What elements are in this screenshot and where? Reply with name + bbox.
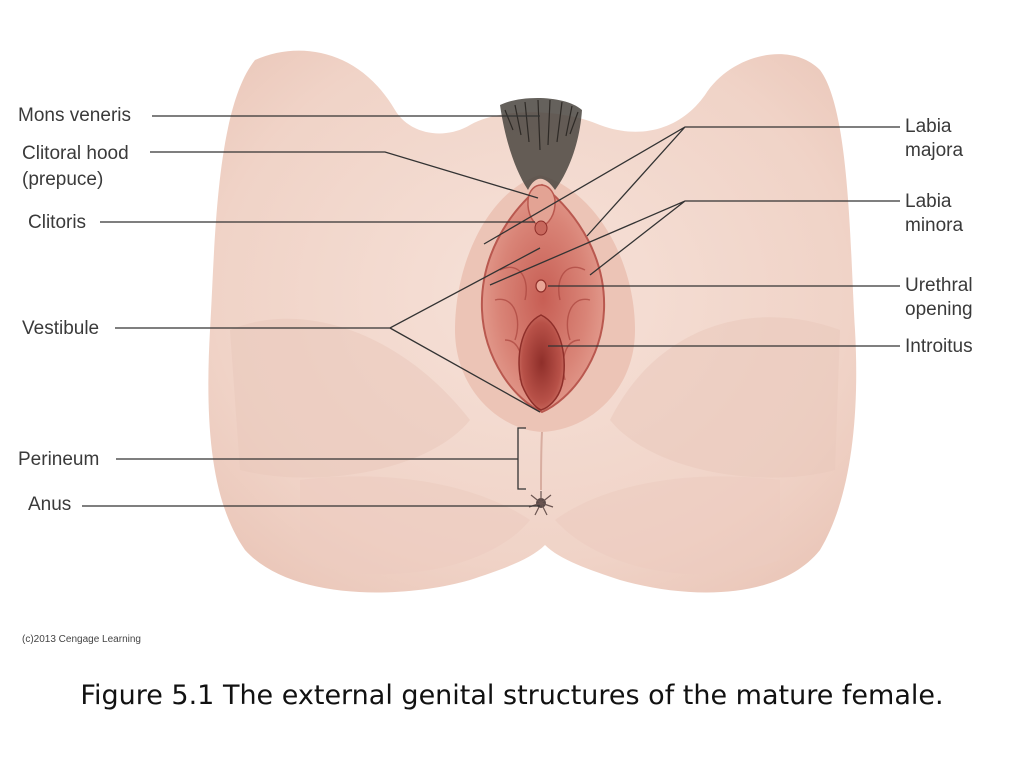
label-clitoral-hood-prepuce: (prepuce)	[22, 169, 104, 190]
label-perineum: Perineum	[18, 449, 100, 470]
left-buttock-shadow	[300, 476, 530, 575]
introitus-shape	[518, 314, 565, 411]
label-urethral-opening-2: opening	[905, 299, 973, 320]
perineum-line	[540, 431, 543, 491]
left-thigh-shadow	[230, 318, 470, 478]
label-labia-minora-2: minora	[905, 215, 964, 236]
right-thigh-shadow	[610, 317, 840, 478]
leader-lines	[82, 115, 900, 507]
leader-clitoral-hood	[150, 151, 539, 199]
leader-perineum-bracket	[517, 427, 526, 490]
label-labia-minora: Labia	[905, 191, 952, 212]
leader-labia-majora	[483, 126, 900, 245]
right-buttock-shadow	[555, 476, 780, 575]
copyright-credit: (c)2013 Cengage Learning	[22, 634, 141, 645]
label-mons-veneris: Mons veneris	[18, 105, 131, 126]
pubic-hair-texture	[504, 99, 579, 151]
label-clitoral-hood: Clitoral hood	[22, 143, 129, 164]
figure-caption: Figure 5.1 The external genital structur…	[80, 680, 944, 711]
pubic-hair	[500, 98, 582, 190]
label-urethral-opening: Urethral	[905, 275, 973, 296]
label-introitus: Introitus	[905, 336, 973, 357]
clitoris-shape	[534, 220, 548, 236]
label-vestibule: Vestibule	[22, 318, 100, 339]
label-clitoris: Clitoris	[28, 212, 87, 233]
label-labia-majora-2: majora	[905, 140, 964, 161]
leader-vestibule	[115, 247, 541, 413]
labia-minora-shape	[480, 183, 606, 414]
label-anus: Anus	[28, 494, 72, 515]
urethral-opening-shape	[535, 279, 547, 293]
leader-labia-minora	[489, 200, 900, 286]
label-labia-majora: Labia	[905, 116, 952, 137]
clitoral-hood-shape	[527, 184, 556, 227]
